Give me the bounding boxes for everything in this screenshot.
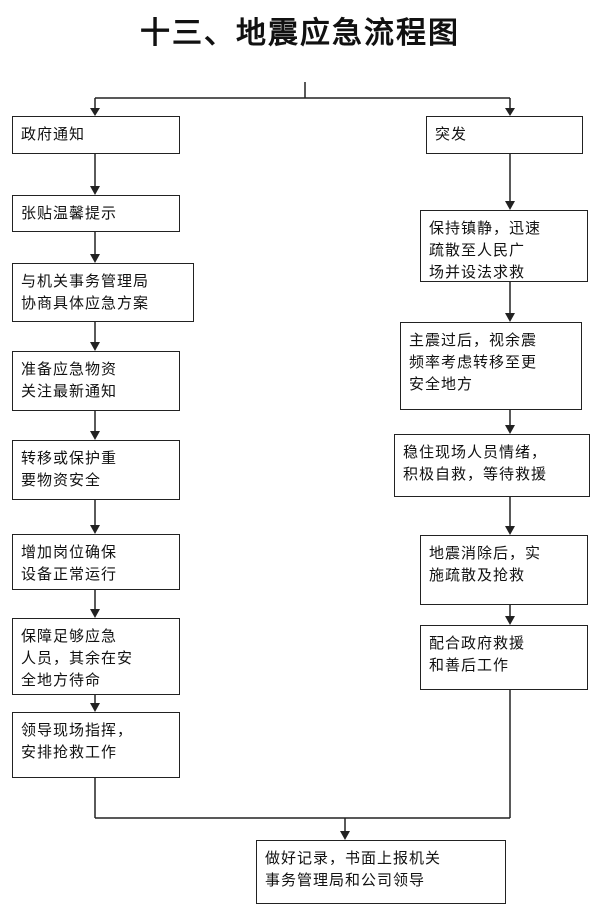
step-line: 保障足够应急 [21,627,118,645]
step-line: 安全地方 [409,375,474,393]
step-line: 政府通知 [21,125,86,143]
step-line: 突发 [435,125,468,143]
step-line: 人员，其余在安 [21,649,134,667]
step-line: 保持镇静，迅速 [429,219,542,237]
step-line: 转移或保护重 [21,449,118,467]
step-stay-calm: 保持镇静，迅速 疏散至人民广 场并设法求救 [420,210,588,282]
step-line: 配合政府救援 [429,634,526,652]
step-line: 事务管理局和公司领导 [265,871,426,889]
step-stabilize-people: 稳住现场人员情绪， 积极自救，等待救援 [394,434,590,497]
step-cooperate-government: 配合政府救援 和善后工作 [420,625,588,690]
step-line: 和善后工作 [429,656,510,674]
step-line: 积极自救，等待救援 [403,465,548,483]
step-line: 与机关事务管理局 [21,272,150,290]
step-line: 安排抢救工作 [21,743,118,761]
step-line: 施疏散及抢救 [429,566,526,584]
step-line: 稳住现场人员情绪， [403,443,548,461]
step-line: 地震消除后，实 [429,544,542,562]
step-line: 做好记录，书面上报机关 [265,849,442,867]
step-consult-plan: 与机关事务管理局 协商具体应急方案 [12,263,194,322]
step-line: 张贴温馨提示 [21,204,118,222]
step-line: 要物资安全 [21,471,102,489]
step-line: 设备正常运行 [21,565,118,583]
step-line: 关注最新通知 [21,382,118,400]
step-add-posts: 增加岗位确保 设备正常运行 [12,534,180,590]
step-line: 主震过后，视余震 [409,331,538,349]
step-protect-materials: 转移或保护重 要物资安全 [12,440,180,500]
step-line: 全地方待命 [21,671,102,689]
step-line: 疏散至人民广 [429,241,526,259]
step-sudden: 突发 [426,116,583,154]
page-title: 十三、地震应急流程图 [140,16,460,51]
step-line: 准备应急物资 [21,360,118,378]
step-record-report: 做好记录，书面上报机关 事务管理局和公司领导 [256,840,506,904]
step-prepare-supplies: 准备应急物资 关注最新通知 [12,351,180,411]
step-line: 场并设法求救 [429,263,526,281]
step-government-notice: 政府通知 [12,116,180,154]
step-evacuate-rescue: 地震消除后，实 施疏散及抢救 [420,535,588,605]
step-line: 协商具体应急方案 [21,294,150,312]
step-line: 领导现场指挥， [21,721,134,739]
step-leader-command: 领导现场指挥， 安排抢救工作 [12,712,180,778]
step-line: 增加岗位确保 [21,543,118,561]
step-post-notice: 张贴温馨提示 [12,195,180,232]
step-line: 频率考虑转移至更 [409,353,538,371]
step-emergency-staff: 保障足够应急 人员，其余在安 全地方待命 [12,618,180,695]
step-after-mainshock: 主震过后，视余震 频率考虑转移至更 安全地方 [400,322,582,410]
